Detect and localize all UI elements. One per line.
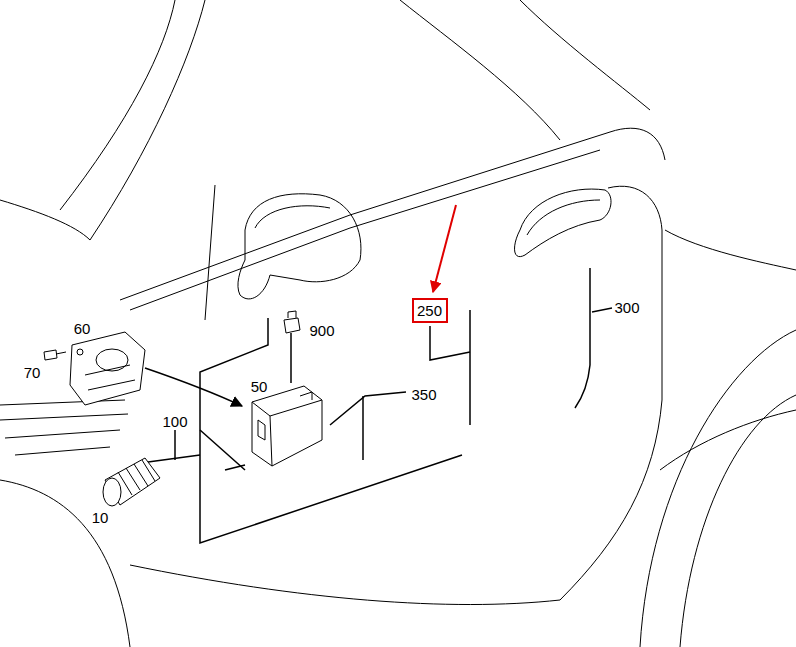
callout-number: 10 [90, 509, 111, 526]
callout-number: 350 [409, 386, 438, 403]
part-grommet [103, 458, 160, 506]
callout-number: 100 [160, 413, 189, 430]
callout-number: 60 [72, 320, 93, 337]
part-screw [44, 350, 66, 360]
callout-number: 300 [612, 299, 641, 316]
part-connector [284, 311, 300, 333]
callout-number: 50 [249, 378, 270, 395]
part-bracket [70, 332, 145, 405]
callout-number: 900 [307, 322, 336, 339]
leader-lines [145, 268, 612, 543]
pointer-arrow [433, 205, 456, 292]
callout-number: 250 [417, 302, 442, 319]
callout-number: 70 [22, 364, 43, 381]
part-module [252, 386, 322, 466]
highlight-box: 250 [412, 298, 448, 323]
